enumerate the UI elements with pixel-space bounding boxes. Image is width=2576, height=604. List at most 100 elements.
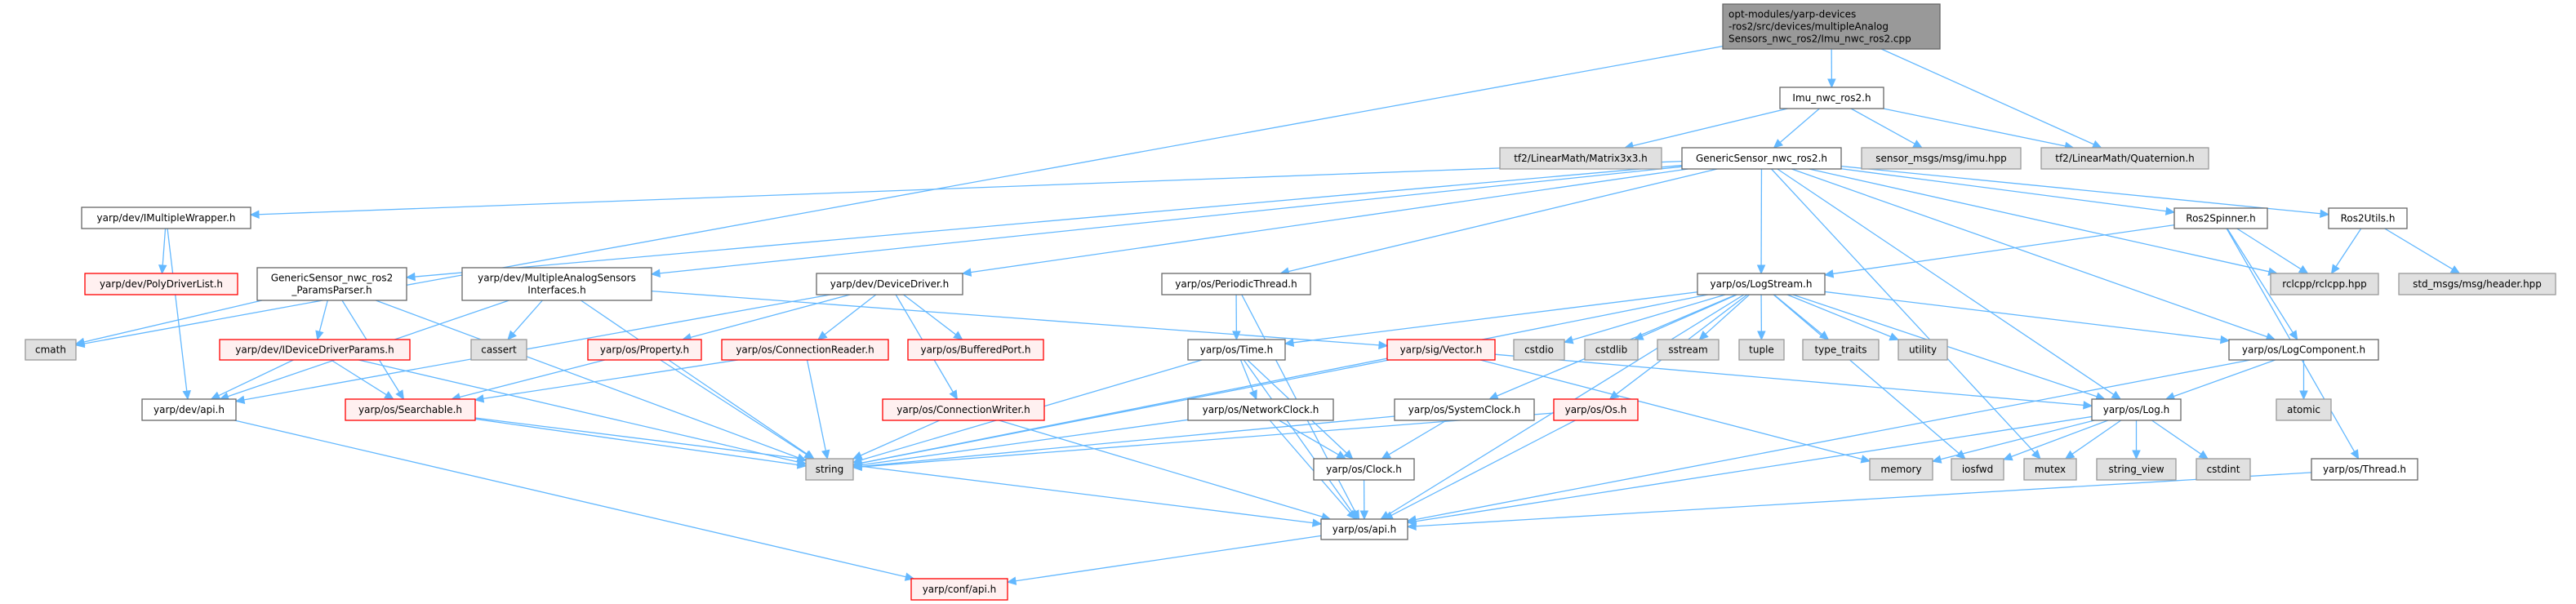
node-devapi[interactable]: yarp/dev/api.h (141, 398, 237, 421)
node-property[interactable]: yarp/os/Property.h (587, 339, 702, 361)
node-utility[interactable]: utility (1898, 339, 1948, 361)
arrowhead-icon (852, 462, 862, 472)
arrowhead-icon (2350, 449, 2360, 460)
arrowhead-icon (953, 331, 963, 340)
node-label: _ParamsParser.h (291, 285, 371, 296)
edge-logstream-to-string (861, 294, 1708, 464)
node-label: yarp/os/ConnectionReader.h (736, 344, 874, 356)
edge-vector-to-string (861, 359, 1390, 464)
node-cstdlib[interactable]: cstdlib (1584, 339, 1639, 361)
node-paramsparser[interactable]: GenericSensor_nwc_ros2_ParamsParser.h (256, 267, 407, 301)
arrowhead-icon (2198, 450, 2209, 460)
node-label: yarp/os/NetworkClock.h (1203, 404, 1319, 415)
node-devicedriver[interactable]: yarp/dev/DeviceDriver.h (816, 273, 963, 295)
node-thread[interactable]: yarp/os/Thread.h (2311, 458, 2418, 481)
node-imu_hpp[interactable]: sensor_msgs/msg/imu.hpp (1861, 147, 2022, 170)
node-box (882, 398, 1045, 421)
node-box (2096, 458, 2177, 481)
edge-generic-to-devicedriver (970, 168, 1688, 273)
node-imu_h[interactable]: Imu_nwc_ros2.h (1779, 87, 1884, 109)
arrowhead-icon (1860, 455, 1871, 464)
arrowhead-icon (1912, 140, 1924, 149)
node-connreader[interactable]: yarp/os/ConnectionReader.h (721, 339, 889, 361)
node-label: yarp/sig/Vector.h (1400, 344, 1483, 356)
node-label: yarp/dev/IDeviceDriverParams.h (235, 344, 394, 356)
edge-ros2spinner-to-logstream (1832, 224, 2175, 275)
node-generic[interactable]: GenericSensor_nwc_ros2.h (1681, 147, 1842, 170)
node-label: GenericSensor_nwc_ros2.h (1696, 153, 1827, 164)
node-atomic[interactable]: atomic (2276, 398, 2332, 421)
node-osapi[interactable]: yarp/os/api.h (1320, 518, 1408, 540)
edge-imultiwrap-to-devapi (167, 228, 188, 392)
node-box (2023, 458, 2077, 481)
edge-ros2utils-to-rclcpp (2335, 228, 2362, 268)
arrowhead-icon (405, 272, 416, 282)
node-confapi[interactable]: yarp/conf/api.h (910, 578, 1008, 601)
node-log[interactable]: yarp/os/Log.h (2091, 398, 2182, 421)
node-masi[interactable]: yarp/dev/MultipleAnalogSensorsInterfaces… (461, 267, 652, 301)
arrowhead-icon (2031, 449, 2041, 460)
arrowhead-icon (2219, 335, 2231, 344)
node-tuple[interactable]: tuple (1738, 339, 1785, 361)
node-box (910, 578, 1008, 601)
edge-devicedriver-to-connreader (824, 294, 877, 335)
edges-layer (74, 46, 2461, 585)
node-logcomponent[interactable]: yarp/os/LogComponent.h (2228, 339, 2379, 361)
node-ros2spinner[interactable]: Ros2Spinner.h (2173, 207, 2268, 229)
node-os_h[interactable]: yarp/os/Os.h (1553, 398, 1639, 421)
node-rclcpp[interactable]: rclcpp/rclcpp.hpp (2270, 273, 2379, 295)
node-box (2311, 458, 2418, 481)
node-cstdint[interactable]: cstdint (2196, 458, 2251, 481)
node-bufport[interactable]: yarp/os/BufferedPort.h (907, 339, 1044, 361)
node-label: yarp/conf/api.h (923, 584, 997, 595)
arrowhead-icon (1773, 139, 1784, 149)
edge-time-to-netclock (1239, 359, 1254, 392)
node-clock[interactable]: yarp/os/Clock.h (1313, 458, 1415, 481)
node-sstream[interactable]: sstream (1657, 339, 1720, 361)
node-box (1861, 147, 2022, 170)
node-mutex[interactable]: mutex (2023, 458, 2077, 481)
edge-devicedriver-to-bufport (903, 294, 957, 335)
node-logstream[interactable]: yarp/os/LogStream.h (1697, 273, 1826, 295)
arrowhead-icon (395, 389, 405, 401)
node-imultiwrap[interactable]: yarp/dev/IMultipleWrapper.h (81, 207, 251, 229)
node-string_view[interactable]: string_view (2096, 458, 2177, 481)
node-idevparams[interactable]: yarp/dev/IDeviceDriverParams.h (219, 339, 411, 361)
edge-imultiwrap-to-polydriver (162, 228, 167, 266)
node-ros2utils[interactable]: Ros2Utils.h (2328, 207, 2408, 229)
node-matrix3x3[interactable]: tf2/LinearMath/Matrix3x3.h (1499, 147, 1662, 170)
node-time[interactable]: yarp/os/Time.h (1187, 339, 1286, 361)
node-label: type_traits (1814, 344, 1866, 356)
edge-logstream-to-cstdlib (1641, 294, 1737, 337)
node-string[interactable]: string (805, 458, 854, 481)
node-cmath[interactable]: cmath (24, 339, 77, 361)
node-polydriver[interactable]: yarp/dev/PolyDriverList.h (84, 273, 238, 295)
arrowhead-icon (249, 210, 260, 220)
edge-paramsparser-to-cmath (83, 300, 263, 343)
node-netclock[interactable]: yarp/os/NetworkClock.h (1187, 398, 1334, 421)
node-header[interactable]: std_msgs/msg/header.hpp (2398, 273, 2556, 295)
edge-generic-to-ros2spinner (1840, 168, 2167, 212)
edge-idevparams-to-searchable (331, 359, 387, 396)
node-type_traits[interactable]: type_traits (1802, 339, 1880, 361)
arrowhead-icon (1311, 518, 1323, 527)
node-sysclock[interactable]: yarp/os/SystemClock.h (1394, 398, 1535, 421)
node-vector[interactable]: yarp/sig/Vector.h (1386, 339, 1496, 361)
node-searchable[interactable]: yarp/os/Searchable.h (345, 398, 476, 421)
edge-generic-to-logcomponent (1791, 168, 2267, 338)
arrowhead-icon (2330, 264, 2340, 275)
node-box (1313, 458, 1415, 481)
arrowhead-icon (1248, 389, 1257, 401)
node-iosfwd[interactable]: iosfwd (1951, 458, 2004, 481)
node-connwriter[interactable]: yarp/os/ConnectionWriter.h (882, 398, 1045, 421)
arrowhead-icon (1757, 331, 1766, 341)
node-quaternion[interactable]: tf2/LinearMath/Quaternion.h (2040, 147, 2209, 170)
node-periodic[interactable]: yarp/os/PeriodicThread.h (1161, 273, 1311, 295)
node-memory[interactable]: memory (1869, 458, 1933, 481)
node-box (24, 339, 77, 361)
edge-masi-to-string (581, 300, 808, 455)
node-box (1722, 3, 1941, 50)
node-cassert[interactable]: cassert (470, 339, 527, 361)
node-cstdio[interactable]: cstdio (1513, 339, 1565, 361)
